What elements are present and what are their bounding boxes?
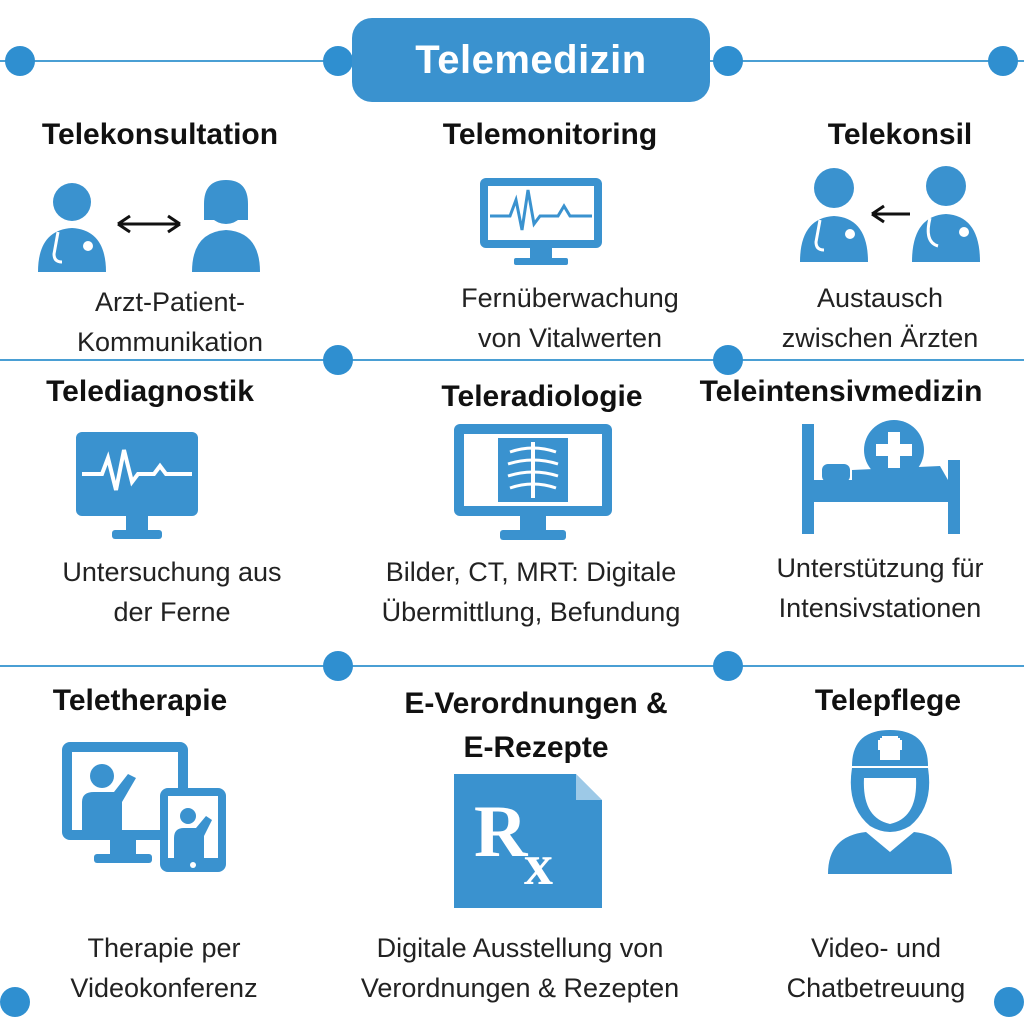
prescription-rx-icon: R x <box>452 772 604 910</box>
card-desc-teleintensivmedizin: Unterstützung für Intensivstationen <box>776 553 984 623</box>
card-heading-telediagnostik: Telediagnostik <box>46 375 254 408</box>
card-heading-telemonitoring: Telemonitoring <box>442 118 658 151</box>
card-heading-telekonsil: Telekonsil <box>827 118 973 151</box>
svg-text:x: x <box>524 832 553 897</box>
card-heading-e-verordnungen: E-Verordnungen & E-Rezepte <box>404 687 668 764</box>
doctors-exchange-icon <box>798 162 984 264</box>
video-therapy-icon <box>60 740 228 874</box>
nurse-icon <box>822 728 958 874</box>
ecg-monitor-icon <box>74 430 200 542</box>
card-desc-teletherapie: Therapie per Videokonferenz <box>70 933 258 1003</box>
row-divider-1 <box>0 359 1024 361</box>
card-heading-teleradiologie: Teleradiologie <box>441 380 643 413</box>
connector-dot <box>713 46 743 76</box>
connector-dot <box>0 987 30 1017</box>
doctor-patient-exchange-icon <box>36 178 266 274</box>
connector-dot <box>988 46 1018 76</box>
connector-dot <box>323 651 353 681</box>
card-heading-teleintensivmedizin: Teleintensivmedizin <box>699 375 983 408</box>
card-desc-telepflege: Video- und Chatbetreuung <box>786 933 966 1003</box>
connector-dot <box>323 345 353 375</box>
card-heading-telepflege: Telepflege <box>814 684 962 717</box>
connector-dot <box>5 46 35 76</box>
connector-dot <box>994 987 1024 1017</box>
card-desc-e-verordnungen: Digitale Ausstellung von Verordnungen & … <box>360 933 680 1003</box>
svg-text:R: R <box>474 791 529 873</box>
card-desc-telemonitoring: Fernüberwachung von Vitalwerten <box>461 283 679 353</box>
connector-dot <box>713 651 743 681</box>
card-desc-telekonsil: Austausch zwischen Ärzten <box>781 283 979 353</box>
card-desc-telediagnostik: Untersuchung aus der Ferne <box>62 557 282 627</box>
xray-monitor-icon <box>452 422 614 544</box>
card-heading-teletherapie: Teletherapie <box>52 684 228 717</box>
diagram-title: Telemedizin <box>352 18 710 102</box>
card-desc-teleradiologie: Bilder, CT, MRT: Digitale Übermittlung, … <box>381 557 681 627</box>
connector-dot <box>323 46 353 76</box>
card-desc-telekonsultation: Arzt-Patient- Kommunikation <box>76 287 264 357</box>
connector-dot <box>713 345 743 375</box>
row-divider-2 <box>0 665 1024 667</box>
heart-monitor-icon <box>478 176 604 268</box>
hospital-bed-icon <box>800 420 962 536</box>
card-heading-telekonsultation: Telekonsultation <box>41 118 279 151</box>
